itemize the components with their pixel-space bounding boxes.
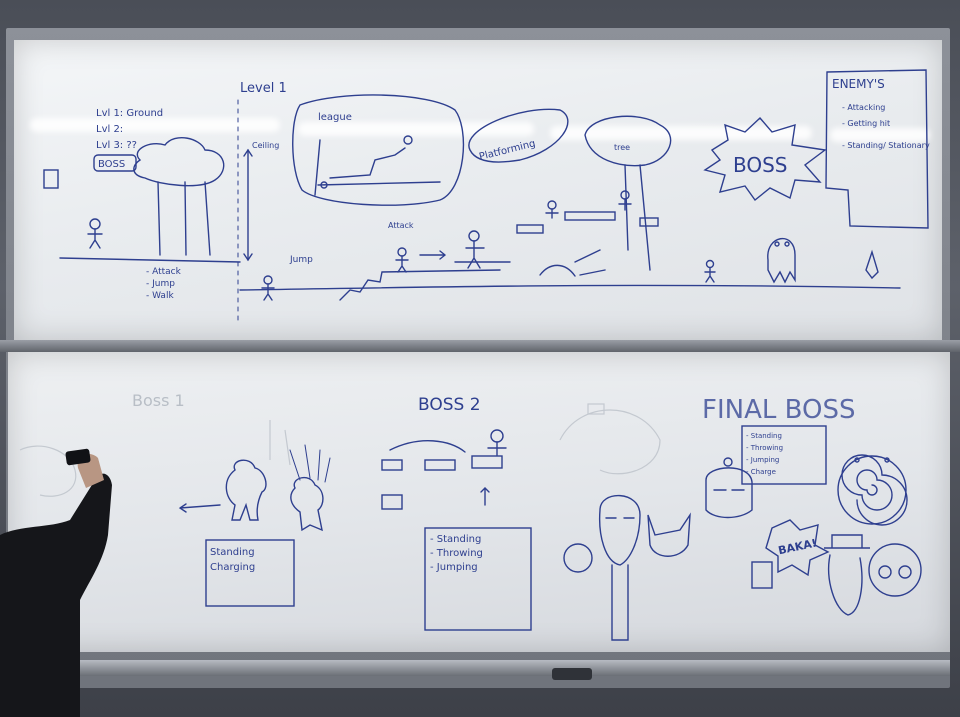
boss1-box-standing: Standing bbox=[210, 547, 255, 558]
ceiling-label: Ceiling bbox=[252, 141, 279, 150]
level-title: Level 1 bbox=[240, 81, 287, 96]
final-box-jumping: - Jumping bbox=[746, 456, 779, 464]
tray-clip bbox=[552, 668, 592, 680]
boss-burst-label: BOSS bbox=[733, 153, 788, 177]
boss2-title: BOSS 2 bbox=[418, 395, 481, 415]
light-glare bbox=[298, 122, 534, 136]
move-walk: - Walk bbox=[146, 291, 174, 301]
jump-bubble: Jump bbox=[289, 255, 313, 265]
final-boss-title: FINAL BOSS bbox=[702, 395, 855, 425]
enemys-item-standing: - Standing/ Stationary bbox=[842, 141, 930, 150]
level-item-1: Lvl 1: Ground bbox=[96, 108, 163, 119]
final-box-standing: - Standing bbox=[746, 432, 782, 440]
level-item-3: Lvl 3: ?? bbox=[96, 140, 137, 151]
top-whiteboard bbox=[14, 40, 942, 340]
board-divider bbox=[0, 340, 960, 352]
attack-bubble: Attack bbox=[388, 221, 414, 230]
platforming-label: Platforming bbox=[478, 138, 537, 163]
boss2-box-throwing: - Throwing bbox=[430, 548, 483, 559]
boss-box-label: BOSS bbox=[98, 159, 125, 170]
boss2-box-jumping: - Jumping bbox=[430, 562, 478, 573]
final-box-charge: - Charge bbox=[746, 468, 776, 476]
move-attack: - Attack bbox=[146, 267, 182, 277]
enemys-item-getting-hit: - Getting hit bbox=[842, 119, 890, 128]
boss1-box-charging: Charging bbox=[210, 562, 255, 573]
enemys-title: ENEMY'S bbox=[832, 77, 885, 91]
boss1-title: Boss 1 bbox=[132, 391, 185, 410]
enemys-item-attacking: - Attacking bbox=[842, 103, 885, 112]
move-jump: - Jump bbox=[146, 279, 175, 289]
level-item-2: Lvl 2: bbox=[96, 124, 123, 135]
marker-tray bbox=[20, 660, 950, 676]
light-glare bbox=[30, 118, 280, 132]
light-glare bbox=[550, 126, 812, 140]
boss2-box-standing: - Standing bbox=[430, 534, 481, 545]
tree-label: tree bbox=[614, 143, 630, 152]
final-box-throwing: - Throwing bbox=[746, 444, 783, 452]
league-label: league bbox=[318, 112, 352, 123]
light-glare bbox=[830, 128, 930, 142]
bottom-whiteboard bbox=[8, 352, 950, 652]
person-silhouette bbox=[0, 453, 112, 717]
baka-label: BAKA! bbox=[777, 537, 818, 558]
